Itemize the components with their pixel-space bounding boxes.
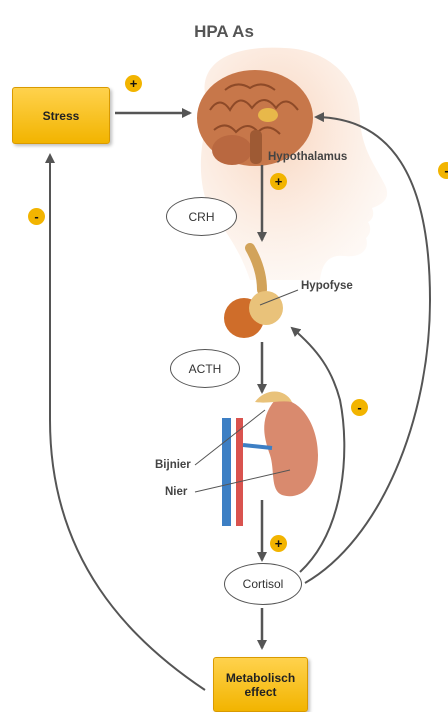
artery-illustration bbox=[236, 418, 243, 526]
metabolic-to-stress-feedback-arrow bbox=[50, 155, 205, 690]
hypothalamus-region bbox=[258, 108, 278, 122]
pituitary-posterior-lobe bbox=[249, 291, 283, 325]
plus-sign-hypothalamus: + bbox=[270, 173, 287, 190]
crh-oval: CRH bbox=[166, 197, 237, 236]
bijnier-label: Bijnier bbox=[155, 459, 191, 471]
minus-sign-brain: - bbox=[438, 162, 448, 179]
minus-sign-metabolic: - bbox=[28, 208, 45, 225]
plus-sign-cortisol: + bbox=[270, 535, 287, 552]
diagram-title: HPA As bbox=[0, 22, 448, 42]
metabolic-effect-node: Metabolisch effect bbox=[213, 657, 308, 712]
minus-sign-hypofyse: - bbox=[351, 399, 368, 416]
hypothalamus-label: Hypothalamus bbox=[268, 151, 347, 163]
cortisol-oval: Cortisol bbox=[224, 563, 302, 605]
kidney-illustration bbox=[264, 399, 318, 496]
brainstem-illustration bbox=[250, 130, 262, 164]
cerebellum-illustration bbox=[212, 135, 252, 165]
vein-illustration bbox=[222, 418, 231, 526]
hypofyse-label: Hypofyse bbox=[301, 280, 353, 292]
nier-label: Nier bbox=[165, 486, 187, 498]
acth-oval: ACTH bbox=[170, 349, 240, 388]
stress-node: Stress bbox=[12, 87, 110, 144]
adrenal-gland-illustration bbox=[255, 392, 292, 403]
plus-sign-stress: + bbox=[125, 75, 142, 92]
